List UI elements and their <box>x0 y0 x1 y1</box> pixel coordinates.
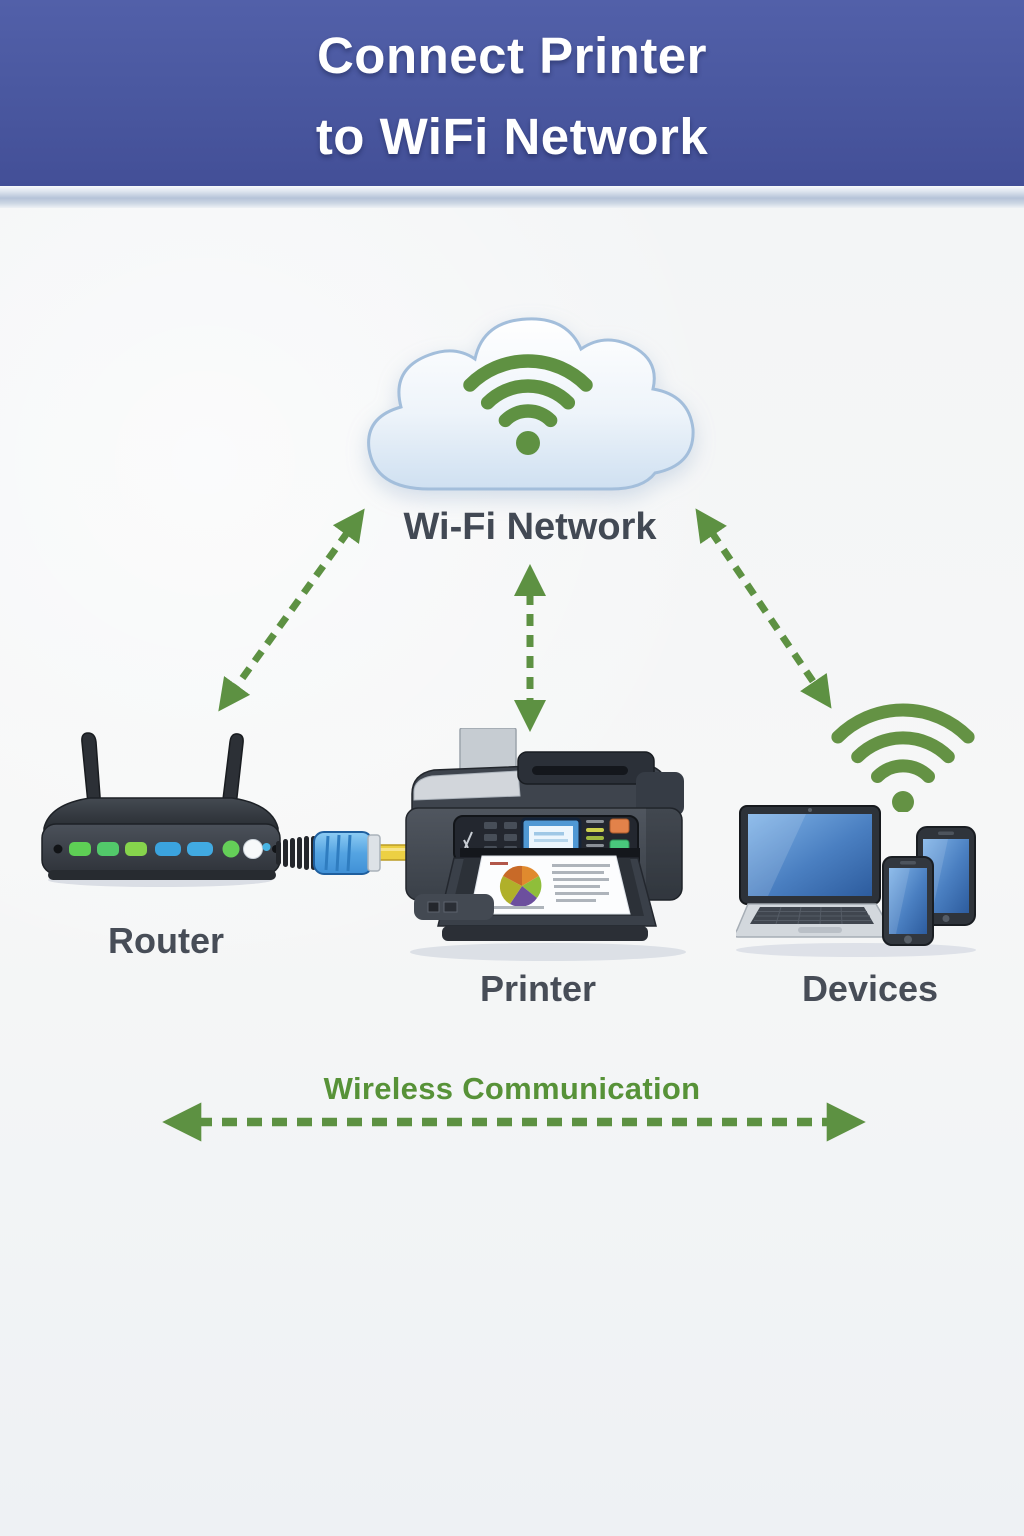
router-led-strip <box>53 839 280 859</box>
laptop-icon <box>736 805 894 938</box>
wireless-communication-label: Wireless Communication <box>323 1071 701 1106</box>
router-icon <box>41 732 281 887</box>
title-banner: Connect Printer to WiFi Network <box>0 0 1024 186</box>
dashed-double-arrow-icon-cloud-devices <box>695 508 832 709</box>
wifi-network-label: Wi-Fi Network <box>403 506 657 548</box>
banner-divider <box>0 186 1024 208</box>
cloud-icon <box>367 317 695 491</box>
printer-output-page <box>469 855 631 915</box>
devices-wifi-icon <box>831 703 975 812</box>
wifi-cloud <box>345 293 705 523</box>
wifi-icon <box>463 354 593 455</box>
page-title-line-1: Connect Printer <box>316 27 708 84</box>
printer-card-slots <box>427 901 458 913</box>
printer-icon <box>405 728 686 961</box>
page-title-line-2: to WiFi Network <box>315 108 709 165</box>
printer-power-button <box>609 818 630 834</box>
router-label: Router <box>108 920 224 961</box>
devices-label: Devices <box>801 968 939 1009</box>
phone-icon <box>882 856 934 946</box>
printer-status-lights <box>586 820 604 847</box>
devices-icon <box>736 805 976 957</box>
printer-label: Printer <box>479 968 597 1009</box>
pie-chart <box>499 865 542 907</box>
dashed-double-arrow-icon-cloud-router <box>218 508 365 712</box>
ethernet-cable-icon <box>276 831 426 875</box>
